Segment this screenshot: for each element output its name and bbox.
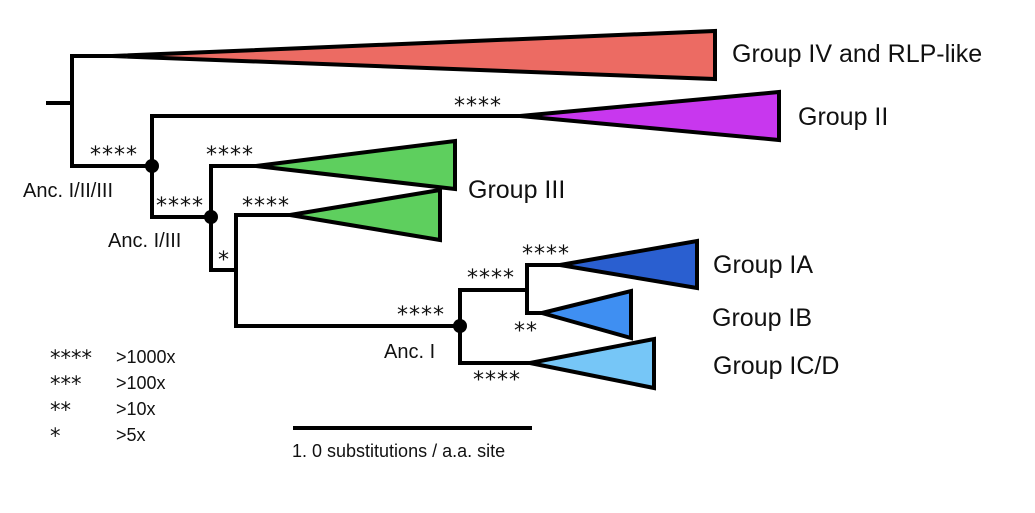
scale-bar-label: 1. 0 substitutions / a.a. site: [292, 441, 505, 461]
legend-meaning-3: >10x: [116, 399, 156, 419]
legend-stars-2: ***: [50, 372, 82, 396]
clade-label-group-ii: Group II: [798, 103, 888, 131]
ancestor-label-anc-i-ii-iii: Anc. I/II/III: [23, 180, 113, 202]
support-group-ia: ****: [522, 242, 570, 267]
support-group-ii: ****: [454, 94, 502, 119]
ancestor-label-anc-i: Anc. I: [384, 341, 435, 363]
clade-triangle-group-ia: [559, 238, 699, 291]
clade-label-group-icd: Group IC/D: [713, 352, 839, 380]
support-group-ib: **: [514, 319, 538, 344]
ancestor-node-anc-i-ii-iii: [145, 159, 159, 173]
clade-triangle-group-iii-a: [255, 138, 457, 192]
support-group-iii-b: ****: [242, 194, 290, 219]
support-group-icd: ****: [473, 368, 521, 393]
clade-triangle-group-ib: [534, 288, 633, 341]
support-group-i-stem: *: [218, 248, 230, 273]
ancestor-node-anc-i: [453, 319, 467, 333]
ancestor-node-anc-i-iii: [204, 210, 218, 224]
clade-triangle-group-iii-b: [289, 187, 442, 243]
legend-meaning-4: >5x: [116, 425, 146, 445]
clade-triangle-group-iv: [111, 28, 717, 82]
clade-triangle-group-ii: [519, 89, 781, 143]
legend-meaning-1: >1000x: [116, 347, 176, 367]
clade-triangle-group-icd: [529, 336, 656, 391]
support-group-iii-a: ****: [206, 143, 254, 168]
clade-label-group-iv: Group IV and RLP-like: [732, 40, 982, 68]
support-legend: **** >1000x *** >100x ** >10x * >5x: [50, 346, 176, 448]
support-anc-i: ****: [397, 303, 445, 328]
support-anc-i-ii-iii: ****: [90, 143, 138, 168]
legend-meaning-2: >100x: [116, 373, 166, 393]
legend-stars-3: **: [50, 398, 71, 422]
support-ia-ib: ****: [467, 266, 515, 291]
legend-stars-4: *: [50, 424, 61, 448]
ancestor-label-anc-i-iii: Anc. I/III: [108, 230, 181, 252]
clade-label-group-ia: Group IA: [713, 251, 813, 279]
clade-label-group-ib: Group IB: [712, 304, 812, 332]
clade-label-group-iii: Group III: [468, 176, 565, 204]
legend-stars-1: ****: [50, 346, 92, 370]
support-anc-i-iii: ****: [156, 194, 204, 219]
